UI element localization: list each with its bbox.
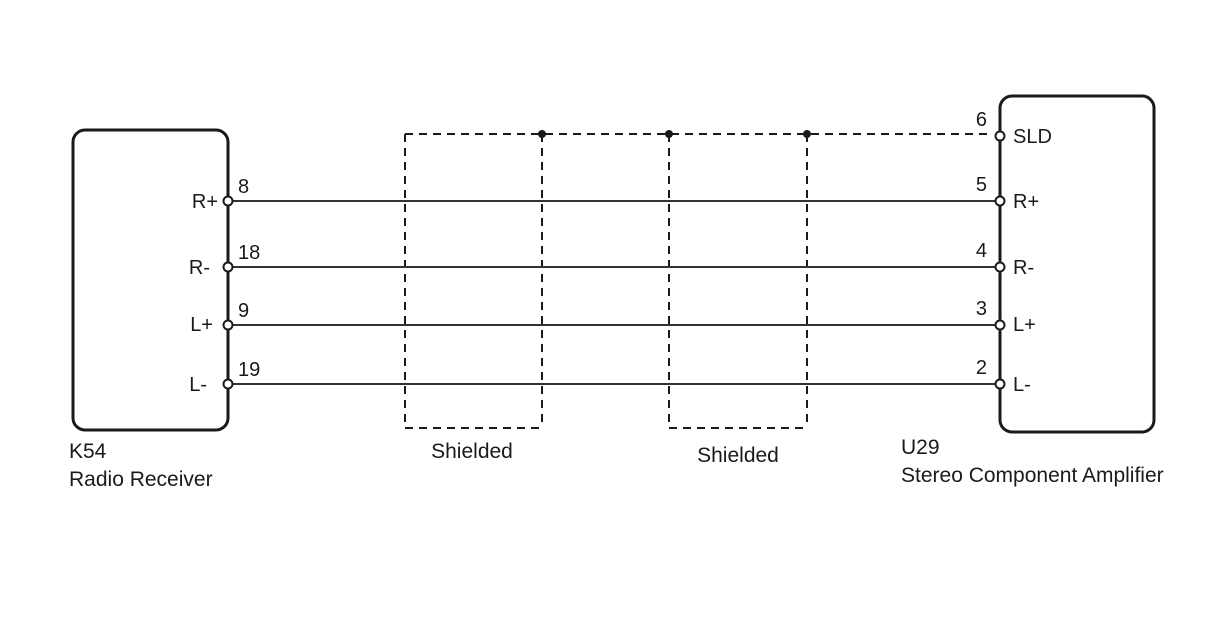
shield-group: [404, 130, 993, 429]
right-pin-number: 5: [976, 174, 987, 196]
right-pin-number: 4: [976, 240, 987, 262]
terminal: [222, 195, 234, 207]
left-terminals: [222, 195, 234, 390]
terminal: [994, 261, 1006, 273]
terminal: [222, 261, 234, 273]
left-pin-number: 9: [238, 300, 249, 322]
left-pin-number: 8: [238, 176, 249, 198]
terminal: [994, 130, 1006, 142]
right-pin-number: 2: [976, 357, 987, 379]
right-pin-number: 3: [976, 298, 987, 320]
left-pin-label: L+: [190, 314, 213, 336]
shield-label: Shielded: [431, 440, 513, 463]
right-pin-label: R-: [1013, 257, 1034, 279]
right-terminals: [994, 130, 1006, 390]
right-pin-number: 6: [976, 109, 987, 131]
left-pin-label: R-: [189, 257, 210, 279]
shield-junction-dot: [803, 130, 811, 138]
right-pin-label: L-: [1013, 374, 1031, 396]
shield-label: Shielded: [697, 444, 779, 467]
shield-junction-dot: [538, 130, 546, 138]
terminal: [994, 378, 1006, 390]
right-pin-label: L+: [1013, 314, 1036, 336]
left-component-code: K54: [69, 440, 107, 463]
left-component-name: Radio Receiver: [69, 468, 213, 491]
right-component-code: U29: [901, 436, 940, 459]
right-component-name: Stereo Component Amplifier: [901, 464, 1164, 487]
shield-junction-dot: [665, 130, 673, 138]
right-pin-label: SLD: [1013, 126, 1052, 148]
terminal: [222, 319, 234, 331]
terminal: [222, 378, 234, 390]
terminal: [994, 319, 1006, 331]
left-pin-number: 19: [238, 359, 260, 381]
left-component-box: [71, 128, 230, 432]
right-pin-label: R+: [1013, 191, 1039, 213]
left-pin-label: L-: [189, 374, 207, 396]
left-pin-label: R+: [192, 191, 218, 213]
wires-group: [232, 200, 995, 385]
left-pin-number: 18: [238, 242, 260, 264]
terminal: [994, 195, 1006, 207]
